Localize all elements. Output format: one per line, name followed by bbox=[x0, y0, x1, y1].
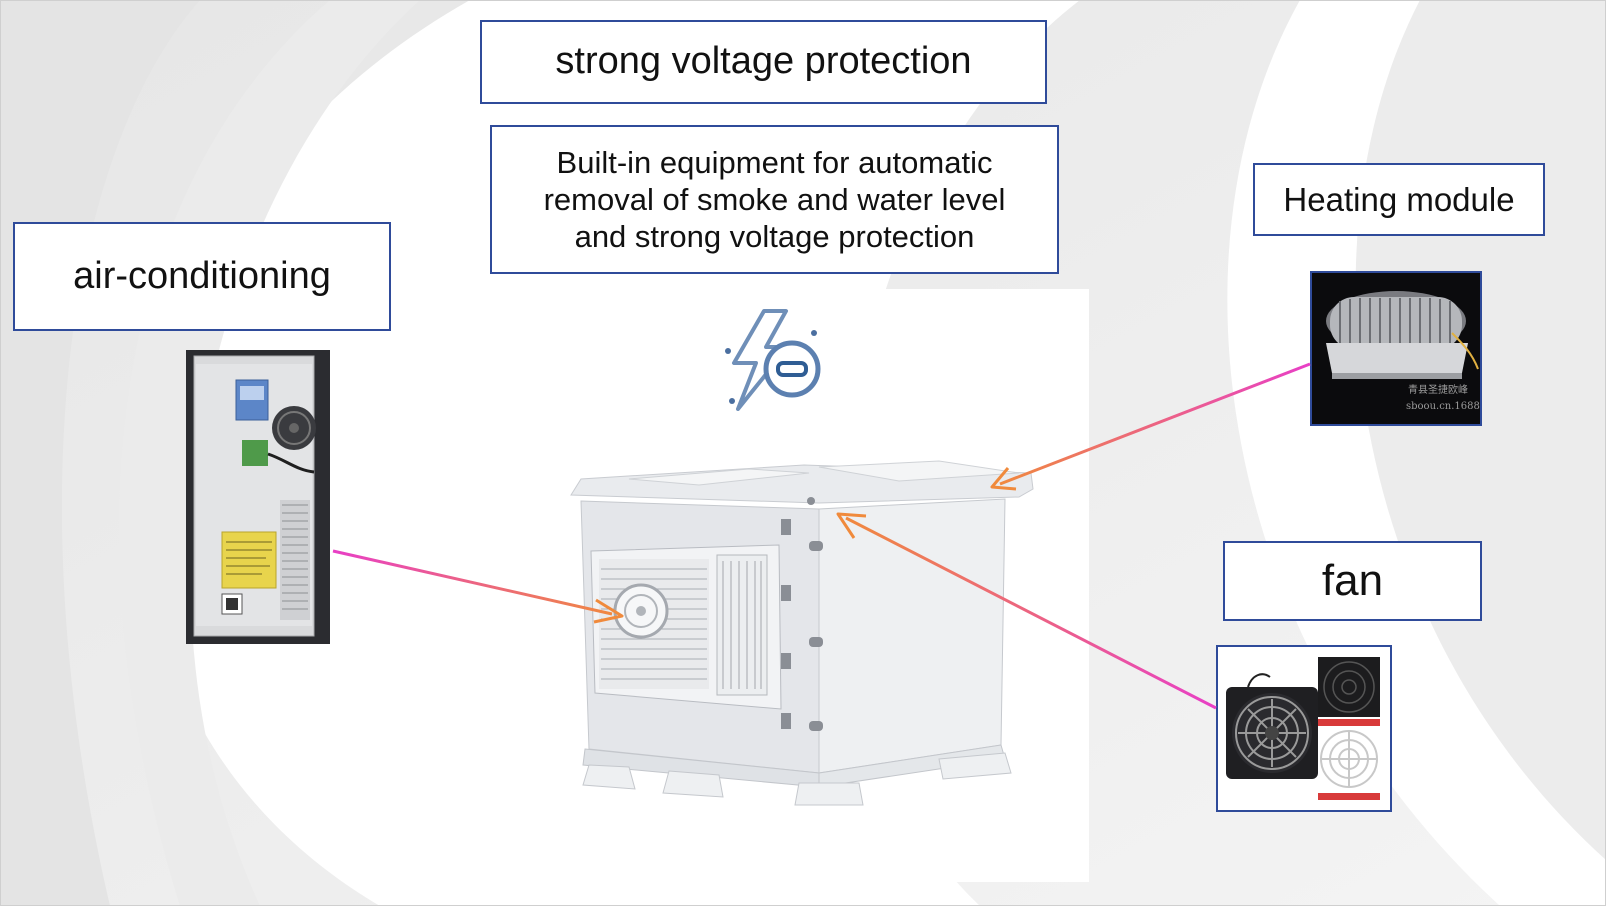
heating-module-box: Heating module bbox=[1253, 163, 1545, 236]
cabinet-illustration bbox=[519, 289, 1089, 882]
title-text: strong voltage protection bbox=[555, 40, 972, 83]
air-conditioning-text: air-conditioning bbox=[73, 254, 331, 297]
fan-photo bbox=[1216, 645, 1392, 812]
lightning-protection-icon bbox=[725, 309, 821, 411]
heating-module-photo: 青县圣捷欧峰 sboou.cn.1688 bbox=[1310, 271, 1482, 426]
built-in-equipment-text: Built-in equipment for automatic removal… bbox=[543, 144, 1006, 255]
fan-box: fan bbox=[1223, 541, 1482, 621]
built-in-equipment-box: Built-in equipment for automatic removal… bbox=[490, 125, 1059, 274]
fan-text: fan bbox=[1321, 555, 1384, 605]
air-conditioner-photo bbox=[186, 350, 330, 644]
air-conditioner-illustration bbox=[186, 350, 330, 644]
heating-module-illustration: 青县圣捷欧峰 sboou.cn.1688 bbox=[1312, 273, 1480, 424]
heating-module-text: Heating module bbox=[1283, 180, 1515, 218]
cabinet-photo bbox=[519, 289, 1089, 882]
air-conditioning-box: air-conditioning bbox=[13, 222, 391, 331]
heating-watermark-line2: sboou.cn.1688 bbox=[1406, 401, 1480, 412]
heating-watermark-line1: 青县圣捷欧峰 bbox=[1408, 383, 1468, 396]
title-box: strong voltage protection bbox=[480, 20, 1047, 104]
fan-illustration bbox=[1218, 647, 1390, 810]
